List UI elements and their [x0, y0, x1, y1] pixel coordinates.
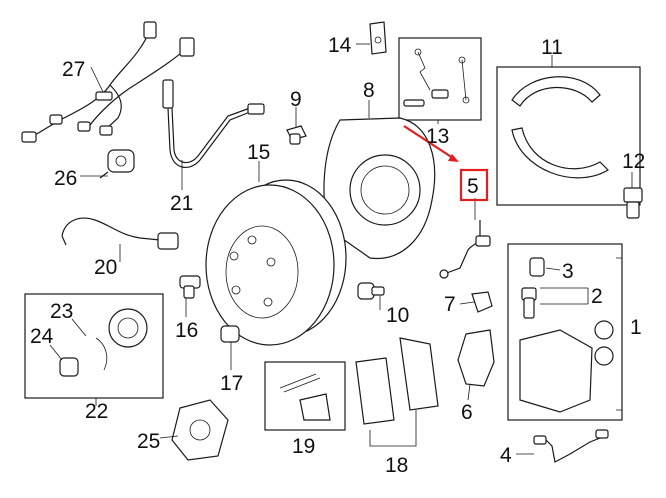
callout-19: 19	[292, 435, 315, 458]
bearing-kit-part	[24, 293, 164, 399]
callout-2: 2	[591, 285, 603, 308]
callout-18: 18	[385, 454, 408, 477]
callout-23: 23	[50, 300, 73, 323]
hardware-kit-part	[398, 37, 482, 121]
callout-16: 16	[175, 319, 198, 342]
callout-labels: 27 26 21 20 9 14 13 11 12 8 15 16 17 10 …	[30, 34, 645, 477]
callout-8: 8	[363, 79, 375, 102]
callout-22: 22	[85, 400, 108, 423]
callout-13: 13	[426, 125, 449, 148]
highlight-callout-5	[403, 125, 489, 202]
bolt-9-part	[286, 125, 307, 145]
brake-line-part	[439, 220, 491, 279]
wiring-harness-part	[21, 21, 195, 143]
bracket-6-part	[457, 329, 495, 387]
callout-11: 11	[541, 36, 563, 59]
bolt-16-part	[179, 275, 201, 299]
callout-3: 3	[562, 260, 574, 283]
bolt-10-part	[357, 282, 385, 300]
callout-6: 6	[461, 401, 473, 424]
callout-12: 12	[622, 150, 645, 173]
callout-17: 17	[220, 372, 243, 395]
callout-15: 15	[247, 141, 270, 164]
callout-10: 10	[386, 304, 409, 327]
wear-sensor-part	[61, 217, 179, 250]
brake-shoes-part	[496, 66, 641, 206]
bleeder-bolt-part	[521, 257, 545, 319]
brake-pads-part	[355, 337, 439, 425]
wheel-hub-part	[171, 399, 229, 461]
plug-17-part	[220, 325, 240, 343]
callout-24: 24	[30, 325, 54, 348]
callout-25: 25	[137, 430, 160, 453]
clip-7-part	[471, 291, 493, 313]
pad-hardware-part	[264, 361, 346, 431]
callout-14: 14	[328, 34, 352, 57]
cap-12-part	[623, 187, 643, 219]
callout-1: 1	[630, 316, 642, 339]
callout-21: 21	[170, 192, 193, 215]
brake-rotor-part	[205, 179, 347, 346]
callout-26: 26	[54, 167, 77, 190]
callout-9: 9	[290, 88, 302, 111]
callout-4: 4	[500, 444, 512, 467]
callout-27: 27	[62, 58, 85, 81]
clip-14-part	[369, 21, 387, 55]
caliper-part	[507, 243, 623, 421]
callout-7: 7	[444, 293, 456, 316]
callout-20: 20	[94, 256, 117, 279]
sensor-plug-part	[99, 149, 135, 179]
brake-pipe-part	[533, 429, 609, 463]
leader-lines	[49, 43, 633, 455]
brake-hose-part	[162, 79, 265, 168]
bracket-line	[616, 257, 623, 411]
callout-5: 5	[467, 175, 479, 198]
